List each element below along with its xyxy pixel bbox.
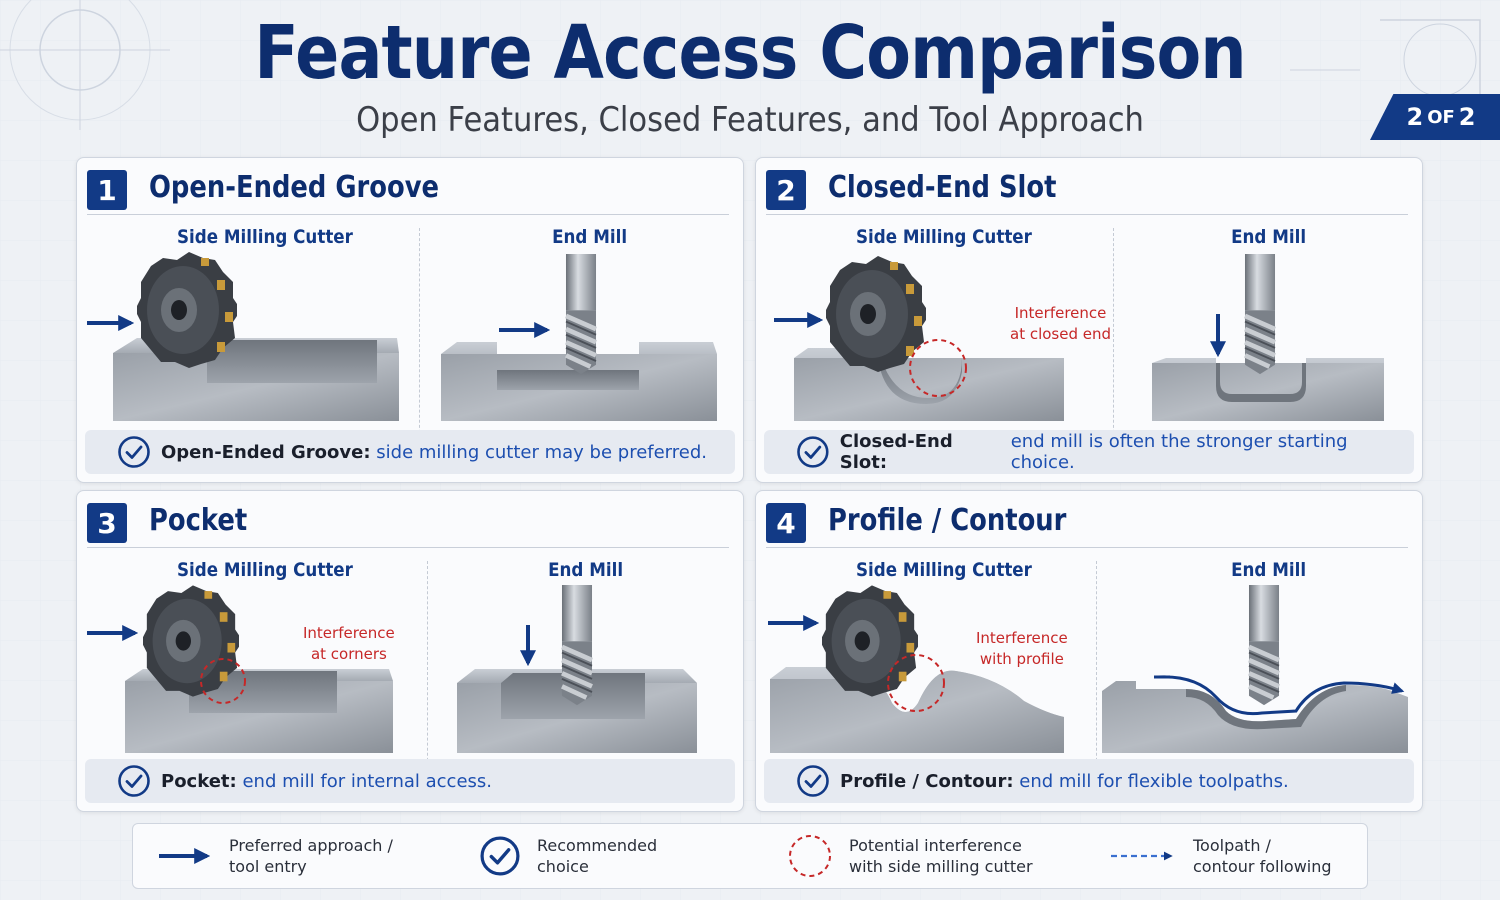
interference-line: Interference — [303, 624, 395, 642]
interference-note: Interference with profile — [976, 628, 1068, 670]
panel-title: Closed-End Slot — [828, 170, 1057, 205]
panel-divider — [1113, 228, 1114, 448]
legend-text: Recommended choice — [537, 835, 657, 877]
summary-text: end mill for flexible toolpaths. — [1019, 770, 1289, 792]
legend-item-check: Recommended choice — [479, 824, 657, 888]
panel-title: Profile / Contour — [828, 503, 1067, 538]
dashed-circle-icon — [200, 658, 246, 704]
panel-header: 3 Pocket — [87, 501, 729, 548]
panel-header: 4 Profile / Contour — [766, 501, 1408, 548]
interference-line: Interference — [1014, 304, 1107, 322]
legend-line: Potential interference — [849, 836, 1022, 855]
interference-line: with profile — [979, 650, 1064, 668]
right-tool-label: End Mill — [552, 226, 628, 248]
toolpath-icon — [1157, 675, 1405, 716]
summary-callout: Profile / Contour: end mill for flexible… — [764, 759, 1414, 803]
legend-line: contour following — [1193, 857, 1332, 876]
workpiece-block — [770, 667, 1064, 753]
interference-line: at closed end — [1010, 325, 1112, 343]
right-tool-label: End Mill — [1231, 559, 1307, 581]
panel-number: 2 — [766, 170, 806, 210]
interference-note: Interference at corners — [303, 623, 395, 665]
panel-illustration — [87, 491, 697, 753]
panel-divider — [427, 561, 428, 781]
legend-line: tool entry — [229, 857, 307, 876]
legend-line: Toolpath / — [1193, 836, 1271, 855]
legend-item-toolpath: Toolpath / contour following — [1109, 824, 1332, 888]
page-title: Feature Access Comparison — [254, 10, 1246, 96]
right-tool-label: End Mill — [1231, 226, 1307, 248]
left-tool-label: Side Milling Cutter — [176, 226, 353, 248]
legend-line: Preferred approach / — [229, 836, 393, 855]
toolpath-icon — [1111, 851, 1173, 861]
interference-line: at corners — [310, 645, 387, 663]
panel-illustration — [768, 491, 1408, 753]
workpiece-block — [1102, 681, 1408, 753]
summary-text: end mill for internal access. — [242, 770, 492, 792]
summary-callout: Pocket: end mill for internal access. — [85, 759, 735, 803]
panel-profile-contour: 4 Profile / Contour Side Milling Cutter … — [755, 490, 1423, 812]
panel-title: Pocket — [149, 503, 248, 538]
workpiece-block — [794, 348, 1064, 421]
panel-number: 1 — [87, 170, 127, 210]
page-subtitle: Open Features, Closed Features, and Tool… — [356, 100, 1144, 140]
check-circle-icon — [117, 764, 151, 798]
panel-number: 4 — [766, 503, 806, 543]
check-circle-icon — [117, 435, 151, 469]
arrow-right-icon — [159, 848, 211, 864]
dashed-circle-icon — [909, 339, 967, 397]
legend: Preferred approach / tool entry Recommen… — [132, 823, 1368, 889]
summary-bold: Profile / Contour: — [840, 770, 1014, 792]
legend-line: Recommended — [537, 836, 658, 855]
page-current: 2 — [1406, 103, 1424, 131]
interference-line: Interference — [976, 629, 1068, 647]
page-of: OF — [1427, 106, 1455, 128]
panel-number: 3 — [87, 503, 127, 543]
legend-line: with side milling cutter — [849, 857, 1033, 876]
right-tool-label: End Mill — [548, 559, 624, 581]
panel-open-ended-groove: 1 Open-Ended Groove Side Milling Cutter … — [76, 157, 744, 483]
page-indicator: 2 OF 2 — [1370, 94, 1500, 140]
legend-text: Toolpath / contour following — [1193, 835, 1332, 877]
legend-item-interference: Potential interference with side milling… — [787, 824, 1033, 888]
summary-bold: Closed-End Slot: — [839, 431, 953, 473]
summary-text: end mill is often the stronger starting … — [1010, 431, 1348, 473]
legend-item-arrow: Preferred approach / tool entry — [157, 824, 393, 888]
check-circle-icon — [479, 835, 521, 877]
dashed-circle-icon — [887, 654, 945, 712]
end-mill — [566, 254, 596, 374]
panel-title: Open-Ended Groove — [149, 170, 440, 205]
summary-text: side milling cutter may be preferred. — [376, 441, 707, 463]
panel-divider — [1096, 561, 1097, 781]
panel-header: 1 Open-Ended Groove — [87, 168, 729, 215]
check-circle-icon — [796, 764, 830, 798]
interference-note: Interference at closed end — [1010, 303, 1111, 345]
summary-bold: Open-Ended Groove: — [161, 441, 371, 463]
left-tool-label: Side Milling Cutter — [176, 559, 353, 581]
end-mill — [1245, 254, 1275, 374]
panel-illustration — [87, 252, 717, 421]
panel-header: 2 Closed-End Slot — [766, 168, 1408, 215]
check-circle-icon — [796, 435, 830, 469]
summary-bold: Pocket: — [161, 770, 237, 792]
panel-closed-end-slot: 2 Closed-End Slot Side Milling Cutter En… — [755, 157, 1423, 483]
dashed-circle-icon — [789, 835, 831, 877]
legend-text: Potential interference with side milling… — [849, 835, 1033, 877]
workpiece-block — [113, 338, 399, 421]
summary-callout: Closed-End Slot: end mill is often the s… — [764, 430, 1414, 474]
panel-illustration — [774, 158, 1384, 421]
legend-text: Preferred approach / tool entry — [229, 835, 393, 877]
left-tool-label: Side Milling Cutter — [855, 226, 1032, 248]
legend-line: choice — [537, 857, 589, 876]
workpiece-block — [1152, 358, 1384, 421]
panel-divider — [419, 228, 420, 448]
page-total: 2 — [1458, 103, 1476, 131]
left-tool-label: Side Milling Cutter — [855, 559, 1032, 581]
end-mill — [562, 585, 592, 705]
panel-pocket: 3 Pocket Side Milling Cutter End Mill In… — [76, 490, 744, 812]
summary-callout: Open-Ended Groove: side milling cutter m… — [85, 430, 735, 474]
end-mill — [1249, 585, 1279, 705]
